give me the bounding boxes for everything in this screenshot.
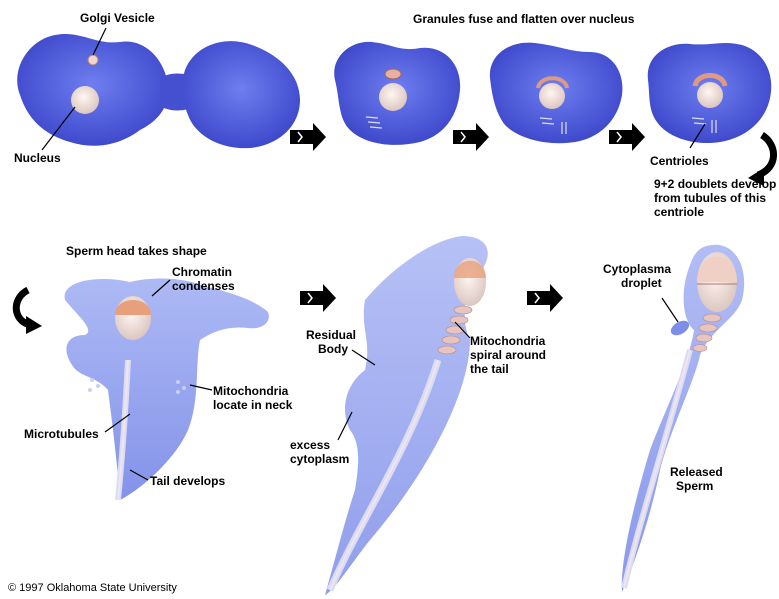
label-granules-fuse: Granules fuse and flatten over nucleus (413, 12, 634, 26)
label-excess-1: excess (290, 438, 330, 452)
label-golgi-vesicle: Golgi Vesicle (80, 11, 155, 25)
arrow-top-2 (453, 123, 489, 151)
arrow-top-3 (609, 123, 645, 151)
label-doublets-2: from tubules of this (654, 191, 766, 205)
copyright-text: © 1997 Oklahoma State University (8, 582, 177, 594)
label-residual-2: Body (318, 342, 348, 356)
arrow-bottom-2 (527, 284, 563, 312)
label-tail-develops: Tail develops (150, 474, 225, 488)
stage2-cell (334, 42, 460, 145)
label-doublets-1: 9+2 doublets develop (654, 177, 776, 191)
arrow-top-1 (290, 123, 326, 151)
label-chromatin-1: Chromatin (172, 265, 232, 279)
label-mito-spiral-1: Mitochondria (470, 334, 545, 348)
label-excess-2: cytoplasm (290, 452, 349, 466)
stage1-cell-right (182, 41, 300, 148)
label-chromatin-2: condenses (172, 279, 235, 293)
golgi-vesicle (88, 55, 98, 65)
stage4-cell (648, 43, 772, 148)
label-droplet-2: droplet (621, 276, 662, 290)
label-residual-1: Residual (306, 328, 356, 342)
stage1-nucleus (71, 86, 99, 114)
label-doublets-3: centriole (654, 205, 704, 219)
arrow-bottom-1 (300, 284, 336, 312)
label-nucleus: Nucleus (14, 151, 61, 165)
label-centrioles: Centrioles (650, 154, 709, 168)
label-mito-spiral-2: spiral around (470, 348, 546, 362)
label-mito-neck-1: Mitochondria (213, 384, 288, 398)
label-sperm-head: Sperm head takes shape (66, 244, 207, 258)
stage7-sperm (622, 245, 744, 592)
label-mito-spiral-3: the tail (470, 362, 509, 376)
stage3-cell (490, 43, 623, 144)
droplet-pointer (662, 298, 678, 322)
label-released-2: Sperm (676, 479, 713, 493)
label-released-1: Released (670, 465, 723, 479)
label-droplet-1: Cytoplasma (603, 262, 671, 276)
stage1-cell-pair (17, 28, 300, 150)
curved-arrow-left (16, 290, 42, 334)
label-mito-neck-2: locate in neck (213, 398, 292, 412)
label-microtubules: Microtubules (24, 427, 99, 441)
stage6-cell (325, 236, 488, 595)
